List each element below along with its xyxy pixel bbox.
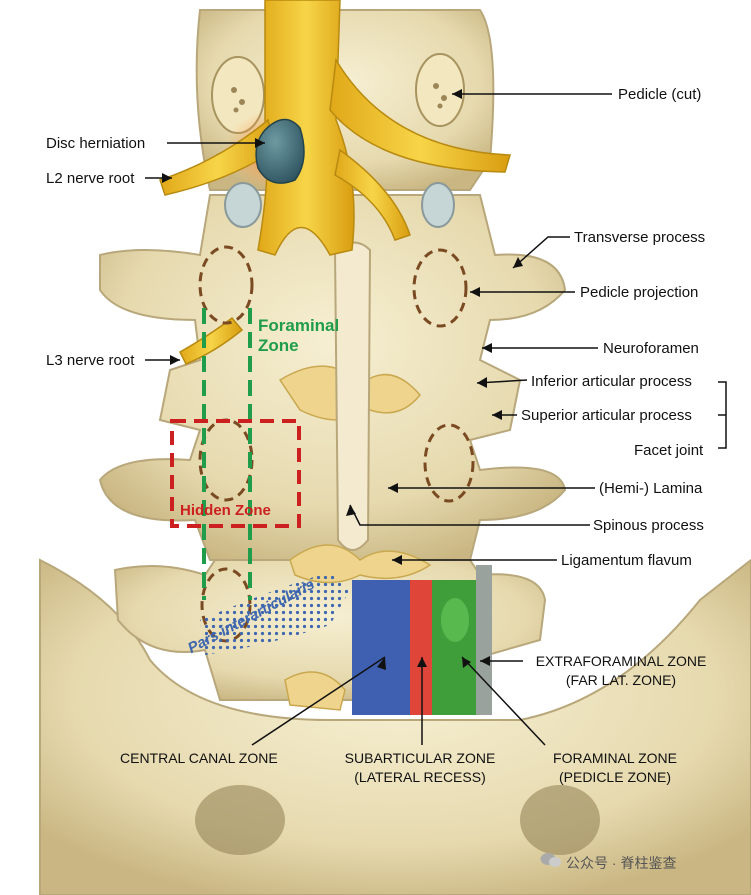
label-spinous-process: Spinous process <box>593 517 704 534</box>
label-extraforaminal-zone: EXTRAFORAMINAL ZONE (FAR LAT. ZONE) <box>527 652 715 690</box>
label-disc-herniation: Disc herniation <box>46 135 146 152</box>
pars-interarticularis-dots <box>200 572 350 655</box>
label-l3-nerve-root: L3 nerve root <box>46 352 135 369</box>
watermark-text: 公众号 · 脊柱鉴查 <box>566 855 677 871</box>
leader-lines <box>145 93 727 746</box>
extraforaminal-zone-fill <box>476 565 492 715</box>
neuroforamen-right <box>421 182 455 228</box>
wechat-icon <box>540 853 561 867</box>
label-superior-articular-process: Superior articular process <box>521 407 692 424</box>
label-facet-joint: Facet joint <box>634 442 704 459</box>
label-subarticular-zone: SUBARTICULAR ZONE (LATERAL RECESS) <box>330 749 510 787</box>
disc-herniation <box>255 118 305 184</box>
foraminal-zone-title: Foraminal Zone <box>258 316 339 356</box>
pedicle-cut-right <box>415 53 465 127</box>
foraminal-zone-lines <box>202 308 252 600</box>
neuroforamen-left <box>224 182 262 228</box>
label-pedicle-cut: Pedicle (cut) <box>618 86 702 103</box>
label-ligamentum-flavum: Ligamentum flavum <box>561 552 692 569</box>
label-l2-nerve-root: L2 nerve root <box>46 170 135 187</box>
foraminal-zone-title-line1: Foraminal <box>258 316 340 335</box>
hidden-zone-box <box>170 419 301 528</box>
label-inferior-articular-process: Inferior articular process <box>531 373 692 390</box>
label-subarticular-zone-line1: SUBARTICULAR ZONE <box>344 750 496 766</box>
label-neuroforamen: Neuroforamen <box>603 340 699 357</box>
foraminal-zone-title-line2: Zone <box>258 336 299 355</box>
label-hemi-lamina: (Hemi-) Lamina <box>599 480 703 497</box>
label-extraforaminal-zone-line2: (FAR LAT. ZONE) <box>565 672 677 688</box>
sacral-foramen-right <box>520 785 600 855</box>
label-foraminal-zone-line2: (PEDICLE ZONE) <box>558 769 671 785</box>
ligamentum-flavum-bottom <box>284 671 346 711</box>
label-pedicle-projection: Pedicle projection <box>580 284 699 301</box>
sacral-foramen-left <box>195 785 285 855</box>
label-transverse-process: Transverse process <box>574 229 706 246</box>
subarticular-zone-fill <box>410 580 432 715</box>
l3-nerve-root <box>179 316 244 365</box>
spinous-process <box>333 241 372 551</box>
label-foraminal-zone-line1: FORAMINAL ZONE <box>553 750 677 766</box>
label-central-canal-zone: CENTRAL CANAL ZONE <box>120 750 278 766</box>
label-extraforaminal-zone-line1: EXTRAFORAMINAL ZONE <box>535 653 707 669</box>
arrow-heads <box>162 89 523 670</box>
hidden-zone-title: Hidden Zone <box>180 502 271 519</box>
label-foraminal-zone: FORAMINAL ZONE (PEDICLE ZONE) <box>540 749 690 787</box>
label-subarticular-zone-line2: (LATERAL RECESS) <box>354 769 486 785</box>
right-nerve-branch <box>329 57 511 173</box>
central-canal-zone-fill <box>352 580 410 715</box>
right-nerve-branch-2 <box>334 148 411 241</box>
